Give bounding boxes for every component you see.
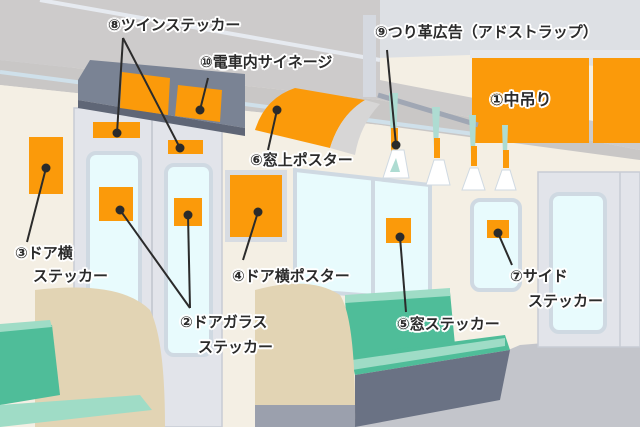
hanging-ad-1	[472, 58, 589, 143]
long-seat-right	[345, 288, 510, 427]
twin-sticker-right	[168, 140, 203, 154]
label-in-train-signage: ⑩電車内サイネージ	[200, 53, 333, 71]
strap-pole-post	[363, 15, 376, 97]
window-above-poster	[255, 88, 365, 148]
ceiling-rail	[470, 50, 640, 58]
door-side-poster	[230, 175, 282, 237]
label-side-sticker-2: ステッカー	[528, 292, 604, 310]
label-door-side-sticker-2: ステッカー	[33, 267, 109, 285]
long-seat-left	[0, 320, 152, 427]
side-door	[537, 171, 640, 348]
seat-partition-left	[35, 287, 165, 427]
hanging-ad-2	[593, 58, 640, 143]
door-glass-sticker-left	[99, 187, 133, 221]
label-hanging-ad: ①中吊り	[490, 90, 552, 109]
label-side-sticker-1: ⑦サイド	[510, 267, 568, 285]
label-door-glass-sticker-2: ステッカー	[198, 338, 274, 356]
label-window-sticker: ⑤窓ステッカー	[397, 315, 500, 333]
seat-partition-middle	[255, 283, 356, 427]
label-door-glass-sticker-1: ②ドアガラス	[180, 313, 268, 331]
label-window-above-poster: ⑥窓上ポスター	[250, 151, 353, 169]
leader-lines	[26, 37, 513, 313]
label-door-side-sticker-1: ③ドア横	[15, 244, 73, 262]
label-twin-sticker: ⑧ツインステッカー	[108, 16, 241, 34]
label-strap-ad: ⑨つり革広告（アドストラップ）	[375, 23, 598, 41]
label-door-side-poster: ④ドア横ポスター	[232, 267, 350, 285]
